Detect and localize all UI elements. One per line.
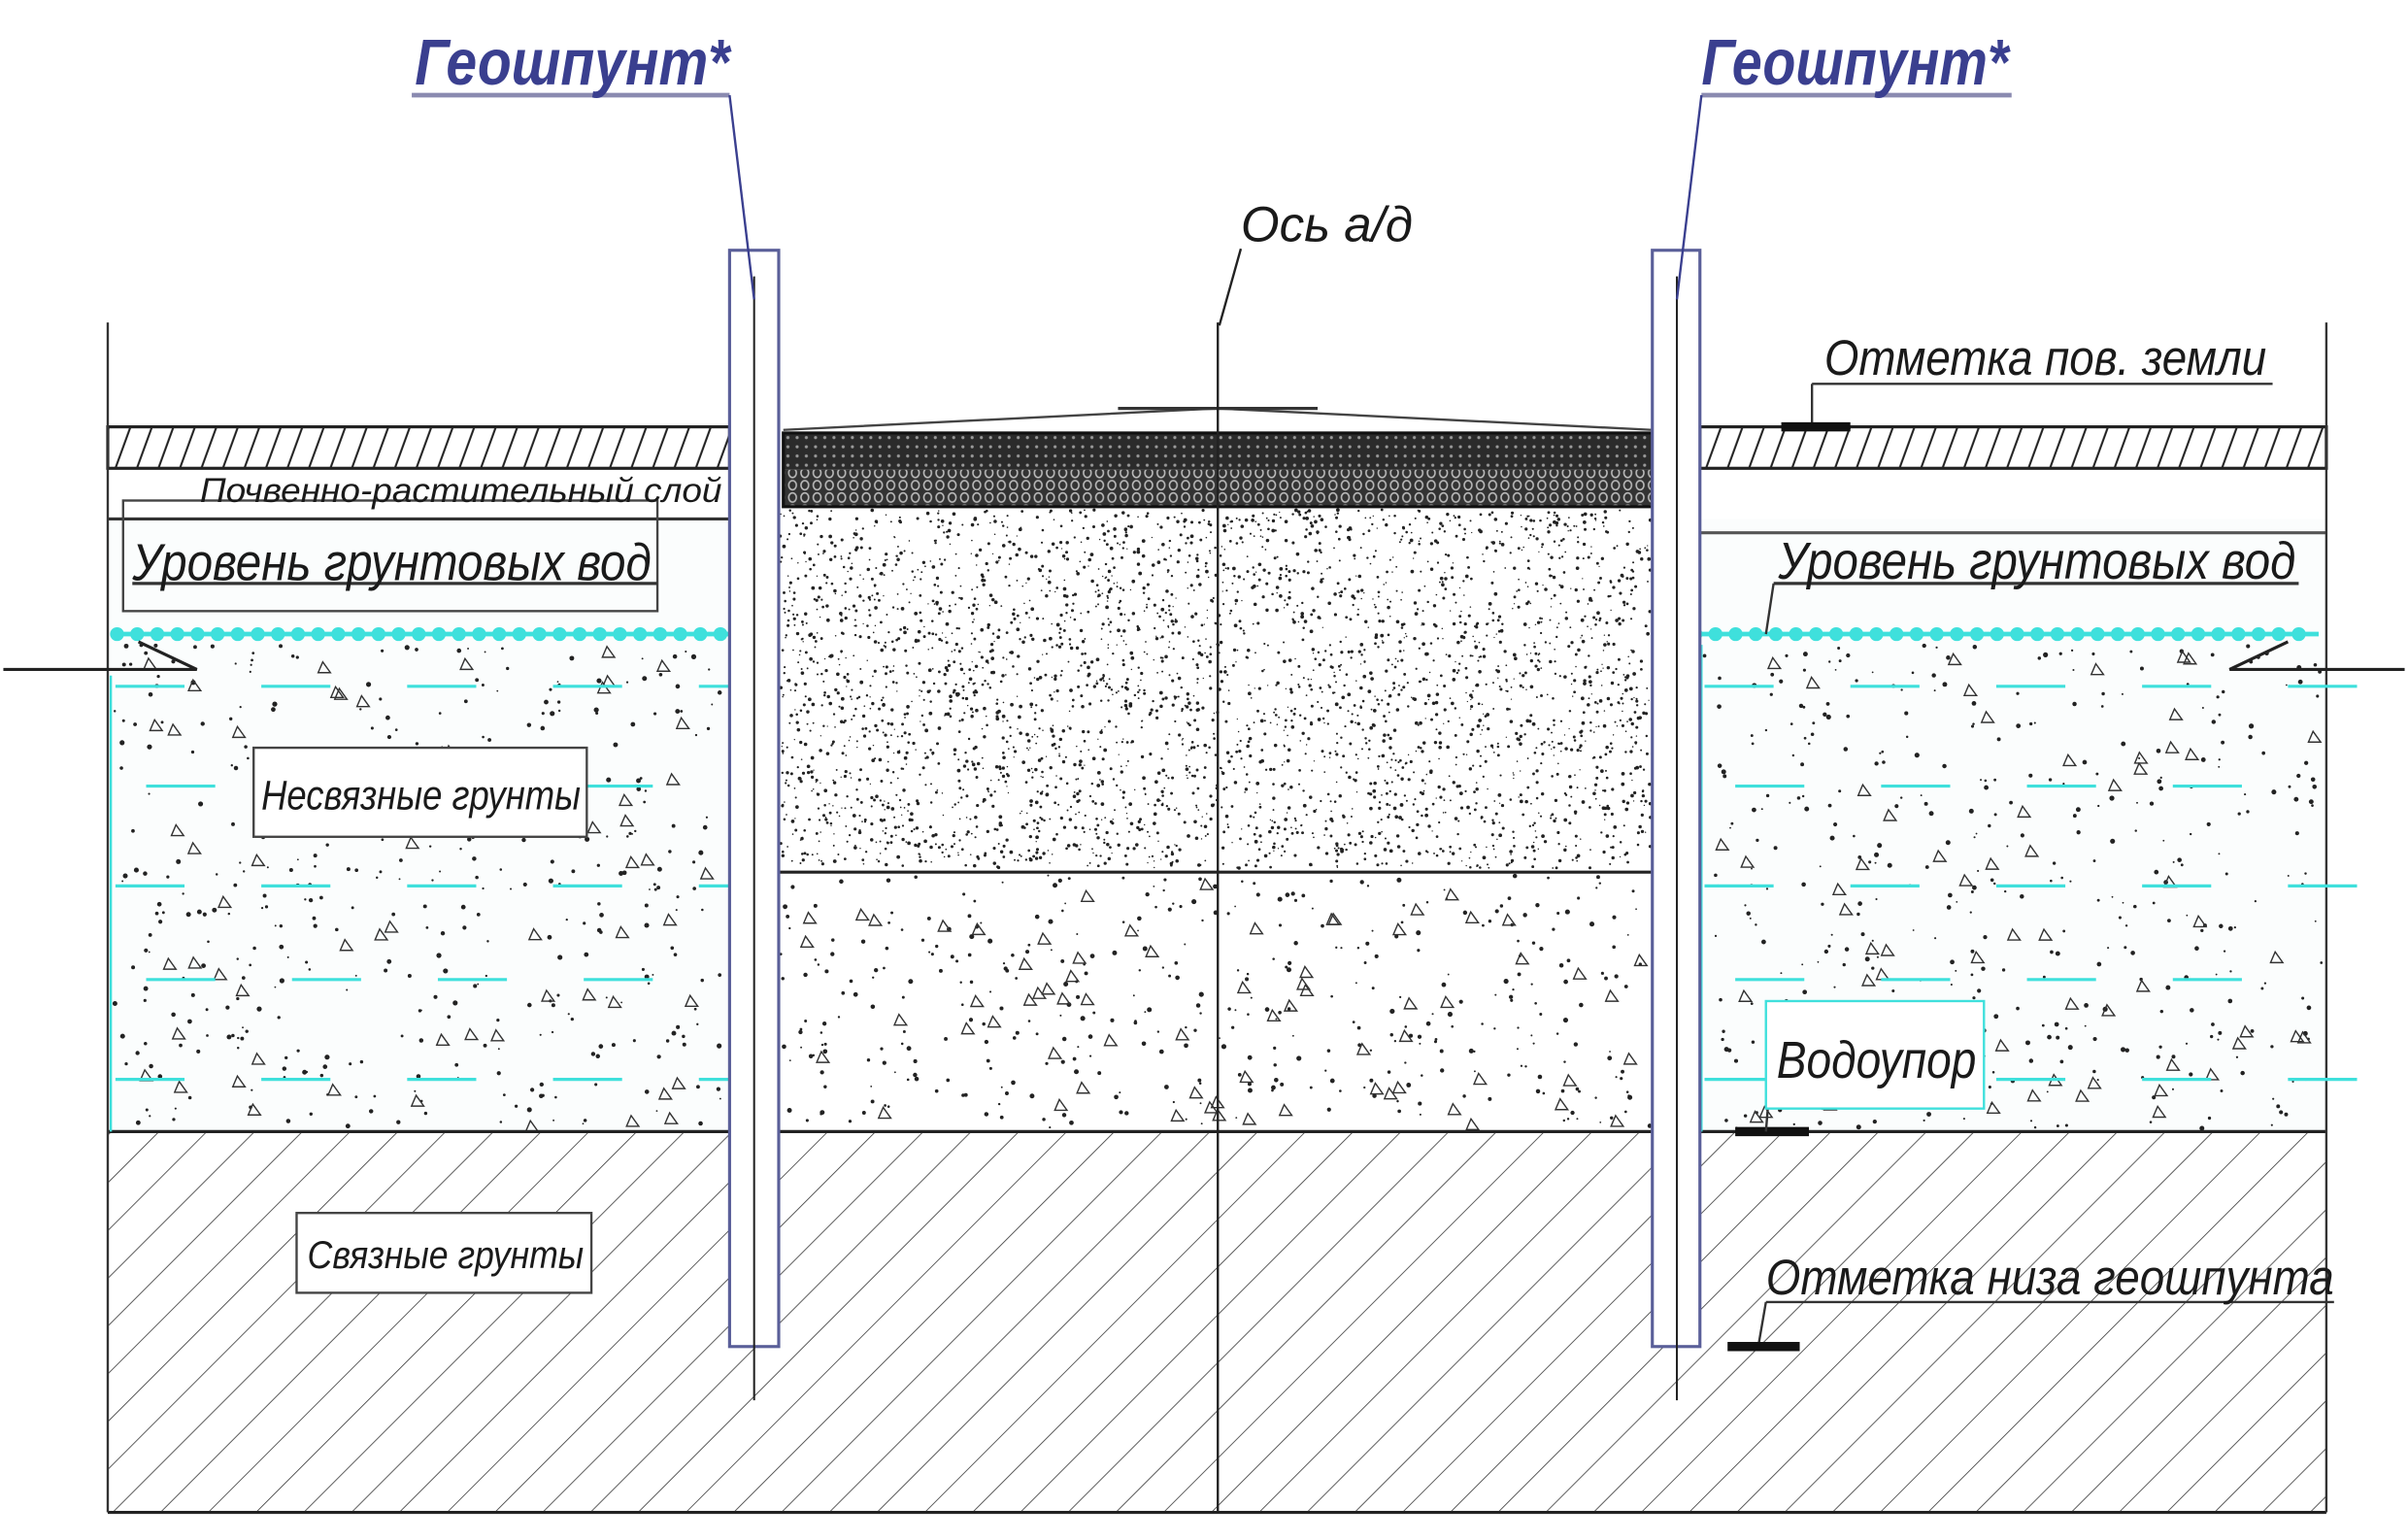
topsoil-hatch-right	[1698, 425, 2328, 470]
topsoil-hatch-left	[106, 425, 731, 470]
aquitard-label: Водоупор	[1777, 1031, 1977, 1089]
pile-bottom-mark-label: Отметка низа геошпунта	[1766, 1250, 2334, 1305]
geoshpunt-label-right: Геошпунт*	[1701, 27, 2011, 99]
noncohesive-label: Несвязные грунты	[261, 772, 581, 819]
cohesive-label-box	[295, 1212, 593, 1294]
aquitard-mark-symbol	[1735, 1126, 1810, 1137]
aquitard-label-box	[1764, 999, 1986, 1110]
road-fill-fine-sand	[778, 506, 1653, 873]
water-level-marker-right	[2228, 640, 2405, 672]
geoshpunt-label-left: Геошпунт*	[415, 27, 732, 99]
water-level-marker-left	[3, 640, 198, 672]
noncohesive-label-box	[252, 746, 588, 838]
ground-mark-symbol	[1781, 421, 1851, 432]
road-axis-label: Ось а/д	[1241, 196, 1413, 251]
groundwater-label-box-left	[121, 499, 659, 613]
pile-bottom-mark-symbol	[1727, 1342, 1800, 1352]
topsoil-label: Почвенно-растительный слой	[200, 473, 722, 510]
groundwater-label-right: Уровень грунтовых вод	[1778, 532, 2296, 590]
soil-texture	[112, 508, 2324, 1132]
cohesive-label: Связные грунты	[308, 1234, 585, 1277]
groundwater-label-left: Уровень грунтовых вод	[131, 534, 651, 592]
ground-mark-label: Отметка пов. земли	[1824, 330, 2266, 385]
